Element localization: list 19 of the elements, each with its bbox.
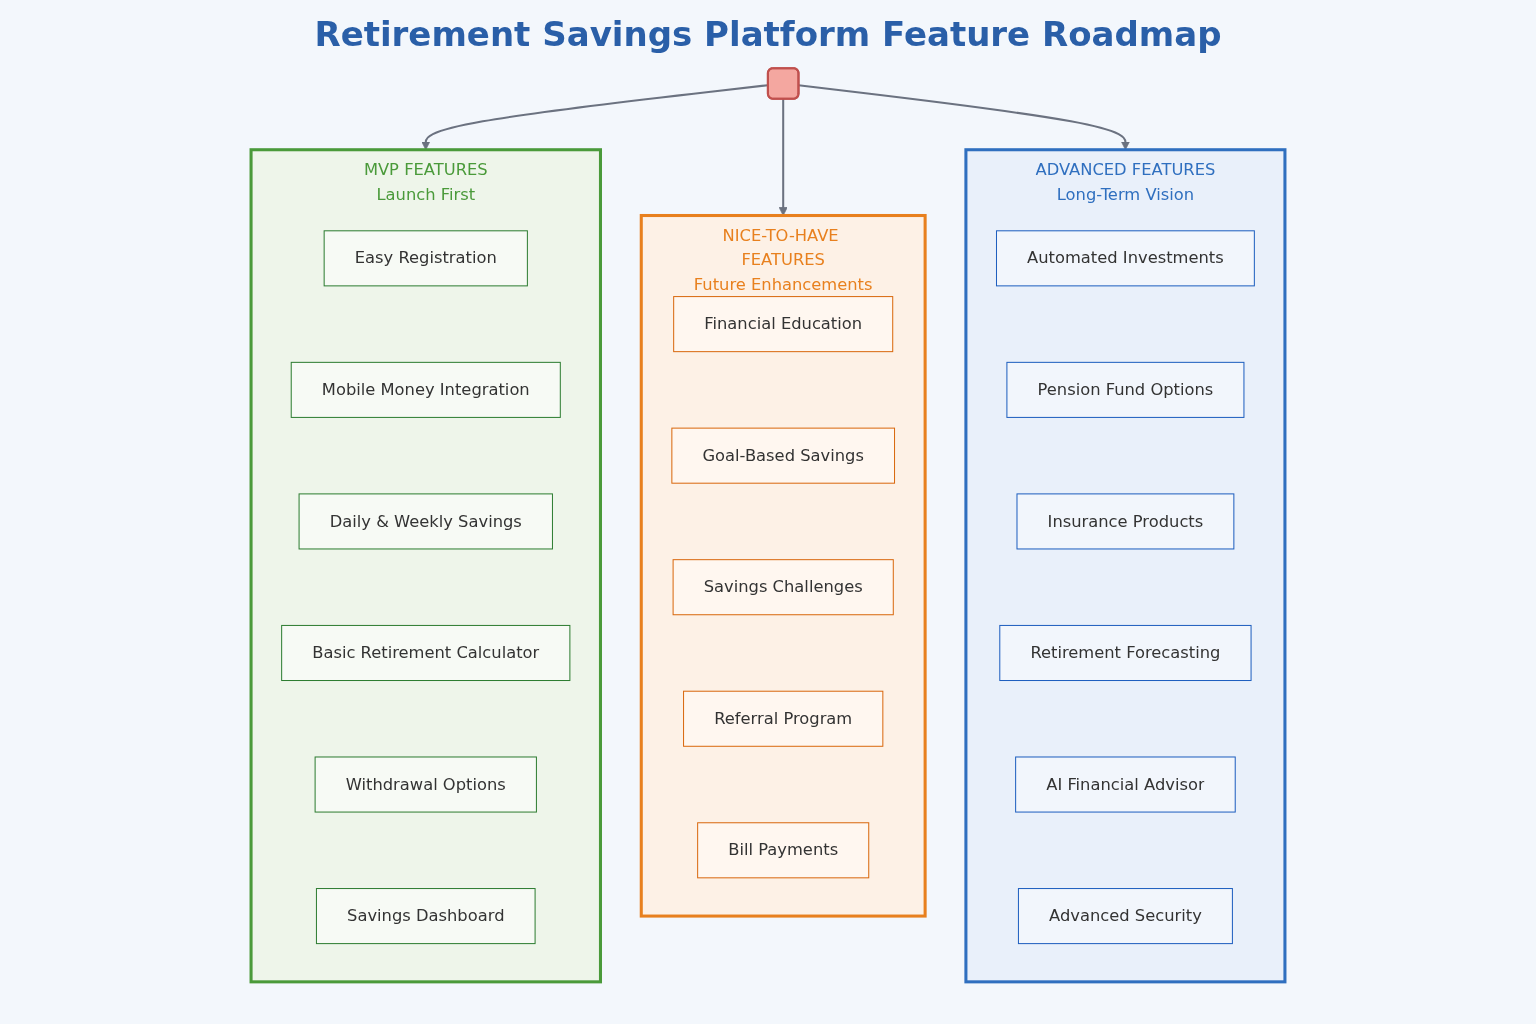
node-box: Basic Retirement Calculator (281, 624, 571, 681)
node-box: AI Financial Advisor (1015, 756, 1236, 813)
node-box: Referral Program (683, 690, 884, 747)
node-box: Goal-Based Savings (671, 427, 896, 484)
node-box: Bill Payments (697, 822, 870, 879)
node-box: Automated Investments (996, 230, 1255, 287)
node-box: Easy Registration (323, 230, 528, 287)
title: Retirement Savings Platform Feature Roadmap (313, 14, 1223, 54)
node-box: Advanced Security (1017, 888, 1233, 945)
node-box: Daily & Weekly Savings (298, 493, 553, 550)
node-box: Withdrawal Options (314, 756, 537, 813)
node-box: Savings Dashboard (315, 888, 536, 945)
node-box: Insurance Products (1016, 493, 1235, 550)
node-box: Financial Education (673, 296, 894, 353)
arrow (778, 98, 788, 216)
node-box: Savings Challenges (672, 559, 894, 616)
node-box: Retirement Forecasting (999, 624, 1252, 681)
node-box: Mobile Money Integration (290, 361, 561, 418)
node-box: Pension Fund Options (1006, 361, 1245, 418)
